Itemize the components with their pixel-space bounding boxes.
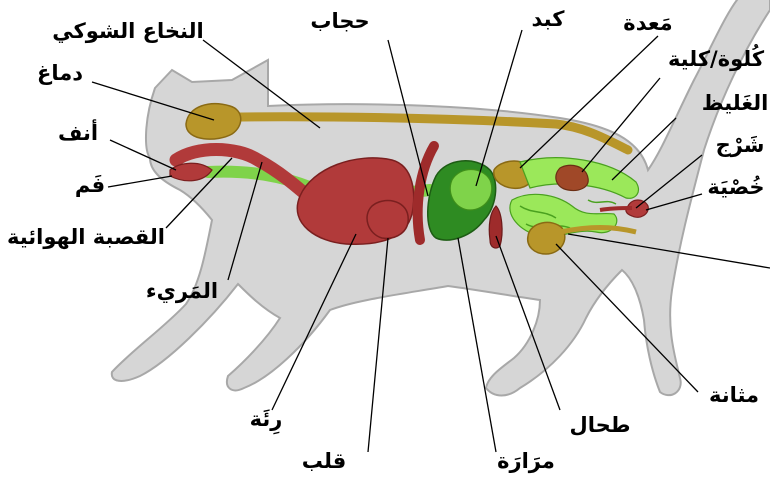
label-anus: شَرْج <box>716 133 765 158</box>
testis <box>625 199 649 218</box>
label-gallbladder: مرَارَة <box>497 449 555 473</box>
label-testis: خُصْيَة <box>707 174 764 199</box>
kidney <box>555 164 589 192</box>
trachea <box>169 143 317 205</box>
label-liver: كبد <box>532 7 566 31</box>
label-stomach: مَعدة <box>623 11 672 35</box>
label-nose: أنف <box>58 118 98 145</box>
mouth-region <box>169 162 213 182</box>
label-lung: رِئَة <box>250 407 283 435</box>
gallbladder-lobe <box>449 168 493 211</box>
label-trachea: القصبة الهوائية <box>7 225 165 249</box>
label-bladder: مثانة <box>709 383 759 407</box>
diaphragm <box>412 141 439 245</box>
leader-lines <box>91 29 770 453</box>
bladder <box>526 221 566 255</box>
label-diaphragm: حجاب <box>310 9 369 33</box>
label-spinal-cord: النخاع الشوكي <box>52 19 203 43</box>
label-large-intestine: الغَليظ <box>702 91 769 115</box>
label-mouth: فَم <box>75 173 105 197</box>
spleen <box>488 205 503 249</box>
label-heart: قلب <box>302 449 347 473</box>
heart <box>366 199 409 240</box>
label-kidney: كُلوة/كلية <box>668 42 765 71</box>
brain <box>185 103 242 140</box>
anus-duct <box>599 206 633 212</box>
label-esophagus: المَريء <box>146 279 218 304</box>
label-spleen: طحال <box>569 413 630 437</box>
label-brain: دماغ <box>37 61 83 85</box>
urethra <box>559 225 637 235</box>
